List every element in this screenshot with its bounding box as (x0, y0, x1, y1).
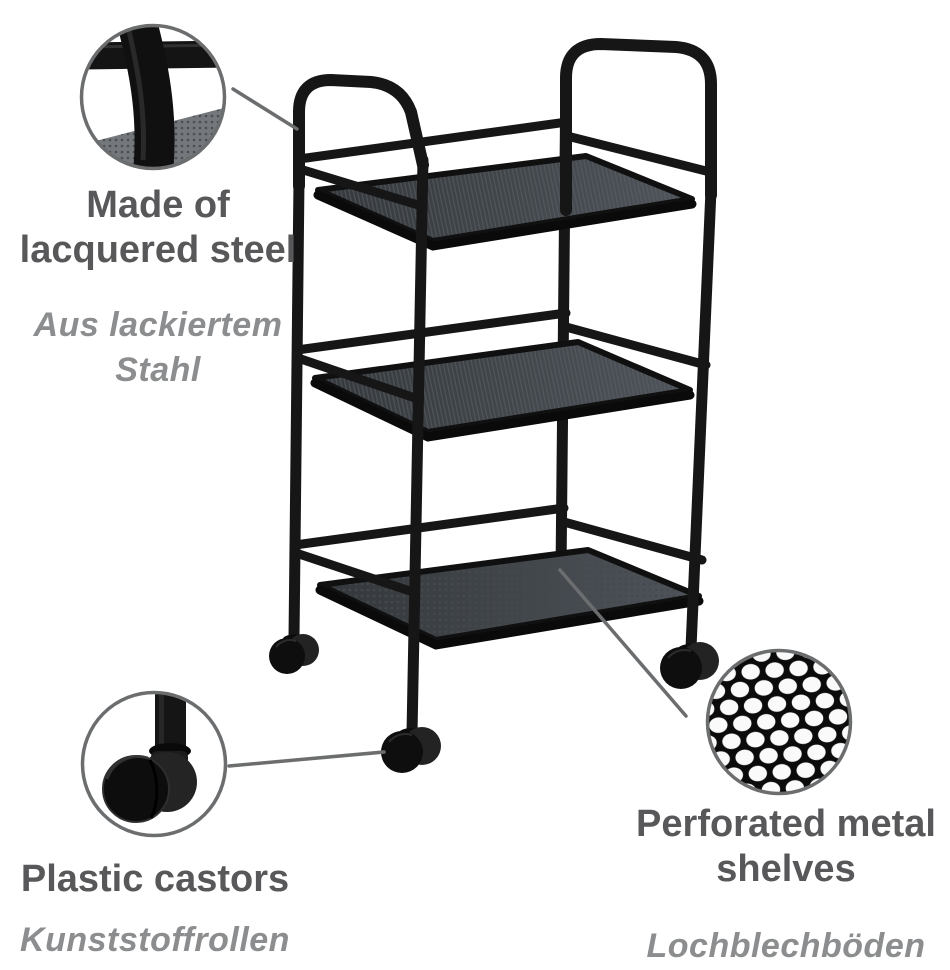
shelf-top (313, 153, 697, 251)
shelves-label-line1: Perforated metal (636, 803, 936, 845)
shelf-bottom (315, 547, 704, 650)
castor-front-right (660, 642, 719, 689)
post-back-left (288, 174, 305, 644)
material-label-de-line2: Stahl (115, 351, 201, 389)
post-front-left (406, 154, 429, 739)
leader-lines (227, 87, 688, 768)
side-rails (291, 131, 715, 597)
callout-steel-frame-zoom (79, 23, 227, 171)
trolley-cart (269, 37, 719, 773)
frame-tubes (288, 37, 717, 739)
post-front-right (685, 184, 717, 654)
leader-material (231, 87, 299, 131)
material-label-line2: lacquered steel (19, 229, 297, 271)
leader-shelves (558, 568, 688, 718)
shelves-label-line2: shelves (716, 848, 856, 890)
material-label-de: Aus lackiertem Stahl (0, 303, 318, 393)
callout-castor-zoom (80, 690, 228, 838)
callout-perforation-zoom (705, 648, 853, 796)
shelves-label-en: Perforated metal shelves (625, 802, 947, 892)
castors-label-en: Plastic castors (0, 857, 315, 902)
shelves-label-de: Lochblechböden (625, 924, 947, 969)
right-handle-arch (560, 37, 717, 216)
shelves-label-de-line1: Lochblechböden (646, 927, 926, 965)
castors-label-de: Kunststoffrollen (0, 918, 315, 963)
left-handle-arch (293, 73, 429, 192)
castor-front-left (381, 727, 441, 773)
shelf-middle (310, 339, 695, 442)
leader-castors (227, 750, 386, 768)
material-label-line1: Made of (86, 184, 230, 226)
castors-label-de-line1: Kunststoffrollen (20, 921, 290, 959)
castors-label-line1: Plastic castors (20, 858, 290, 900)
material-label-en: Made of lacquered steel (0, 183, 318, 273)
castor-back-left (269, 634, 319, 674)
back-rails (290, 117, 572, 550)
material-label-de-line1: Aus lackiertem (33, 306, 283, 344)
